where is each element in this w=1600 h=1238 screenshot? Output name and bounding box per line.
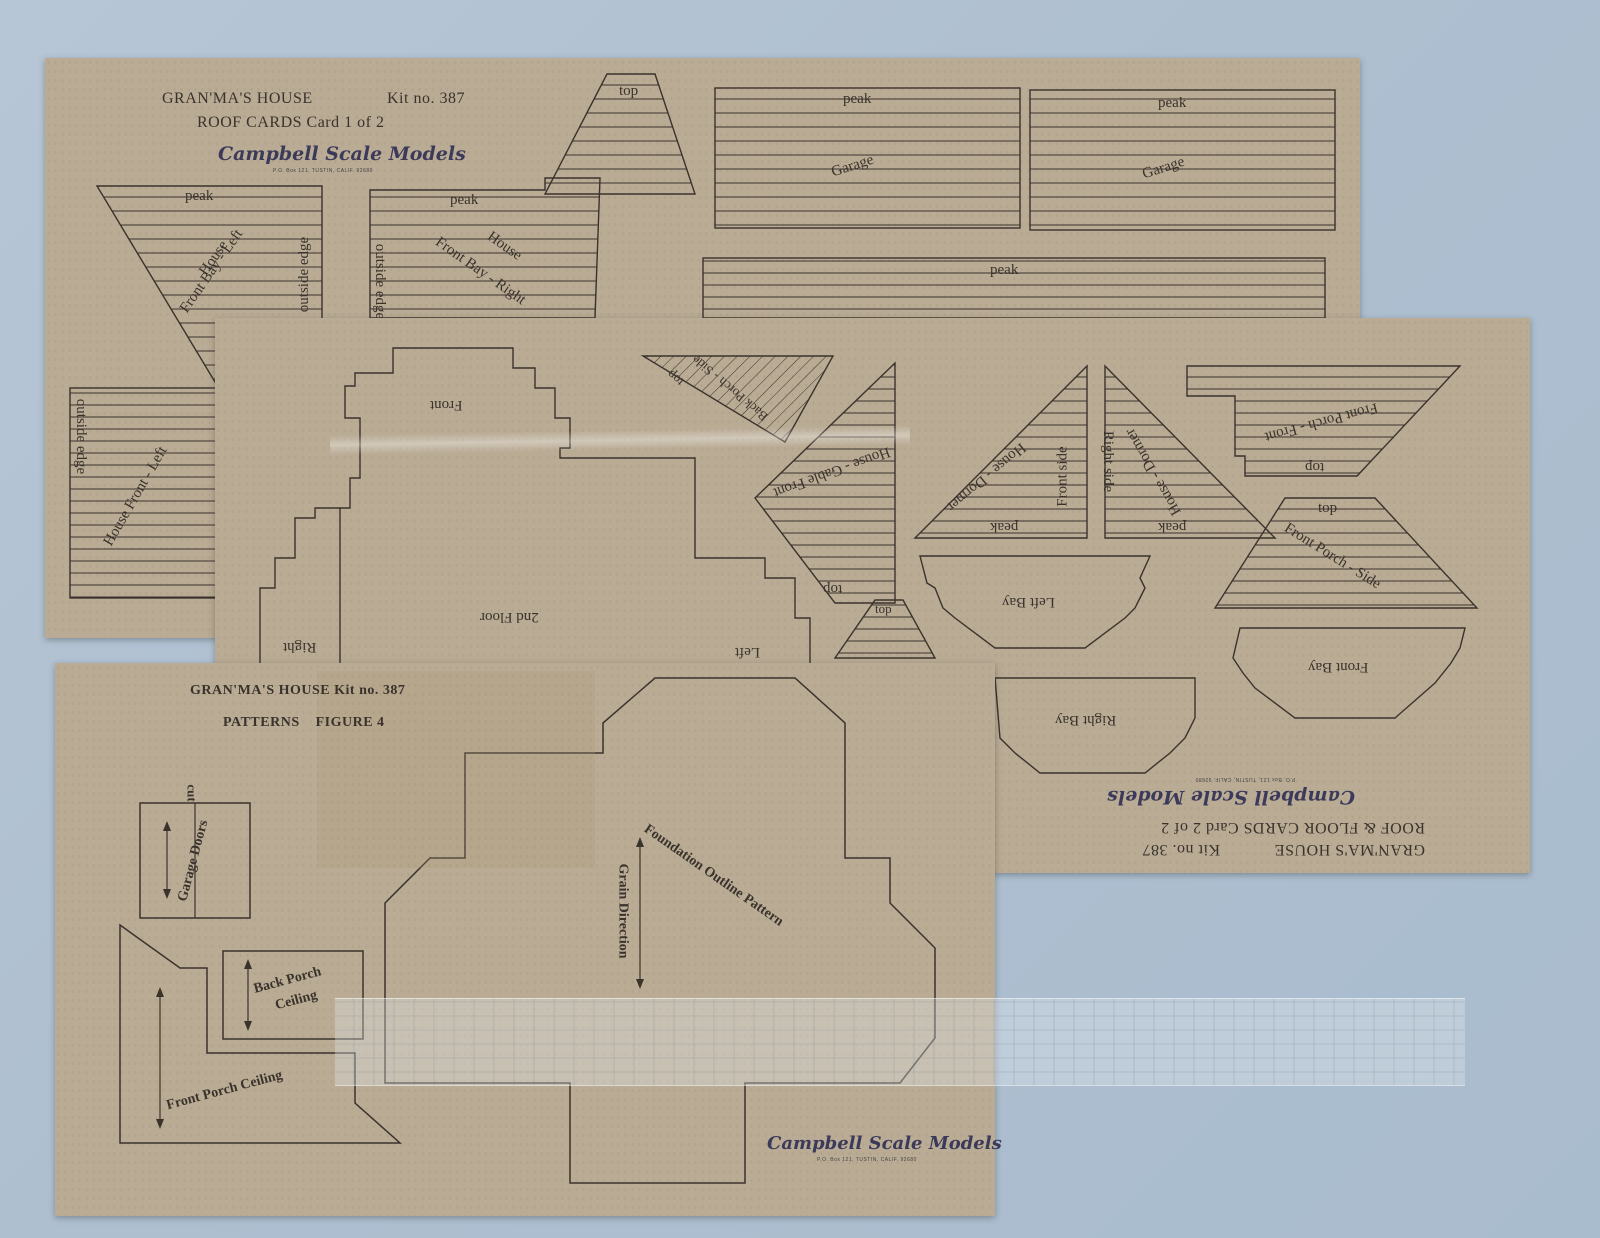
card2-header: GRAN'MA'S HOUSE Kit no. 387 ROOF & FLOOR…: [1095, 758, 1425, 858]
back-porch-ceiling-outline: [222, 950, 364, 1040]
house-dormer-right-piece: [1104, 364, 1277, 539]
label-outside-edge: outside edge: [73, 398, 90, 475]
left-bay-outline: [919, 555, 1152, 649]
front-porch-ceiling-outline: [119, 923, 402, 1144]
foundation-outline: [384, 677, 936, 1184]
card2-address: P.O. Box 121, TUSTIN, CALIF. 92680: [1195, 776, 1295, 782]
label-top: top: [823, 581, 843, 597]
house-dormer-left-piece: [913, 364, 1088, 539]
label-front-side: Front side: [1054, 446, 1071, 507]
label-grain-direction: Grain Direction: [615, 863, 631, 959]
house-front-left-piece: [69, 387, 221, 599]
label-peak: peak: [1158, 95, 1187, 111]
label-right-bay: Right Bay: [1055, 712, 1117, 728]
back-porch-side-piece: [640, 355, 835, 443]
card3-address: P.O. Box 121, TUSTIN, CALIF. 92680: [817, 1157, 917, 1163]
card2-brand: Campbell Scale Models: [1107, 786, 1355, 808]
front-porch-side-piece: [1213, 497, 1479, 609]
label-peak: peak: [185, 188, 214, 204]
card1-subtitle: ROOF CARDS Card 1 of 2: [197, 114, 385, 131]
card1-kit: Kit no. 387: [387, 90, 465, 107]
label-left: Left: [735, 644, 760, 660]
garage-roof-1: [714, 87, 1021, 229]
roof-floor-card-2-patterns: [259, 347, 1479, 774]
label-top: top: [1318, 500, 1338, 516]
label-front-bay: Front Bay: [1308, 659, 1369, 675]
patterns-card-shapes: [119, 671, 936, 1184]
label-second-floor: 2nd Floor: [480, 609, 539, 625]
front-bay-outline: [1232, 627, 1466, 719]
card1-brand: Campbell Scale Models: [218, 143, 466, 165]
card3-brand: Campbell Scale Models: [767, 1133, 1002, 1154]
right-bay-outline: [994, 677, 1196, 774]
label-right: Right: [283, 639, 317, 655]
label-outside-edge: outside edge: [296, 236, 313, 313]
patterns-card: GRAN'MA'S HOUSE Kit no. 387 PATTERNS FIG…: [55, 663, 1002, 1216]
label-front: Front: [430, 397, 463, 413]
second-floor-outline: [339, 347, 811, 663]
front-bay-right-piece: [369, 177, 601, 319]
card2-subtitle: ROOF & FLOOR CARDS Card 2 of 2: [1160, 819, 1425, 836]
garage-roof-2: [1029, 89, 1336, 231]
card2-kit: Kit no. 387: [1142, 841, 1220, 858]
label-peak: peak: [990, 262, 1019, 278]
label-peak: peak: [1158, 519, 1187, 535]
label-top: top: [875, 601, 892, 616]
card1-title: GRAN'MA'S HOUSE: [162, 90, 313, 107]
label-top: top: [1305, 459, 1325, 475]
top-triangle-piece: [543, 73, 696, 195]
front-porch-front-piece: [1186, 365, 1462, 477]
label-top: top: [619, 83, 639, 99]
label-peak: peak: [990, 519, 1019, 535]
label-left-bay: Left Bay: [1002, 594, 1055, 610]
card3-title: GRAN'MA'S HOUSE Kit no. 387: [190, 683, 406, 698]
label-cut: cut: [184, 784, 200, 802]
card3-subtitle: PATTERNS FIGURE 4: [223, 715, 385, 730]
label-peak: peak: [843, 91, 872, 107]
card2-title: GRAN'MA'S HOUSE: [1274, 841, 1425, 858]
label-peak: peak: [450, 192, 479, 208]
card1-address: P.O. Box 121, TUSTIN, CALIF. 92680: [273, 168, 373, 174]
small-top-piece: [833, 599, 937, 659]
roof-card-1-patterns: [69, 73, 1336, 599]
clear-plastic-strip: [335, 998, 1465, 1086]
label-right-side: Right side: [1100, 430, 1117, 493]
label-outside-edge: outside edge: [372, 243, 389, 320]
